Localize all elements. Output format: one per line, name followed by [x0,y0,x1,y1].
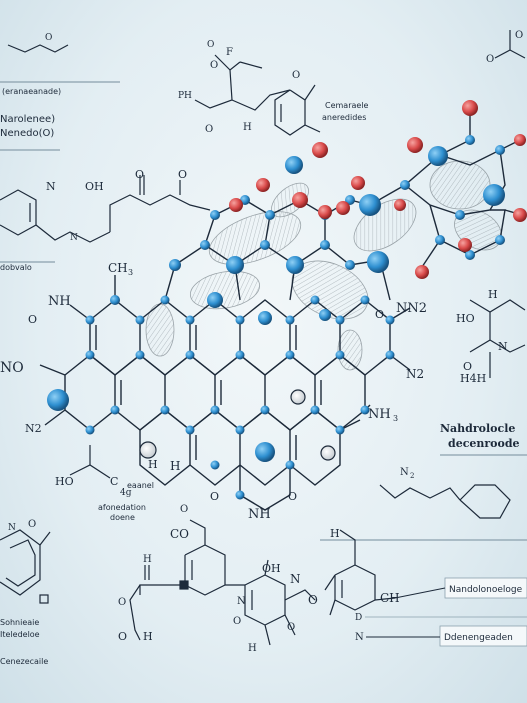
tl-oh-label: OH [85,180,104,193]
tr-o-top: O [515,30,523,41]
bl-label-2: Iteledeloe [0,630,40,639]
r-n2-label: N [400,467,409,478]
mid-nh3-label: NH [368,407,391,422]
bl-o-label: O [28,519,36,530]
bot-h-lattice: H [170,459,180,473]
bot-left-h: H [143,554,152,565]
top-o-letter: O [207,40,214,50]
mid-o-n: O [375,308,384,321]
mid-n2-left: N2 [25,422,42,435]
top-o-left: O [205,124,213,135]
mid-3-sub: 3 [128,268,133,277]
r-n-label: N [498,340,508,353]
top-ph-label: PH [178,91,192,101]
bot-o-n: O [210,490,219,503]
tl-n-label: N [46,180,56,193]
r-title-1: Nahdrolocle [440,422,515,435]
tl-header-1: (eranaeanade) [2,87,61,96]
bot-n-o: N [290,572,301,586]
bot-h-ring: H [330,527,340,540]
bl-descr-2: doene [110,513,135,522]
tl-header-3: Nenedo(O) [0,128,54,139]
lattice-bonds [39,110,523,511]
grey-atoms [139,389,336,461]
top-middle-structure [194,54,321,136]
bot-o-ring2: O [287,622,295,633]
bot-ch3-label: CH [380,591,400,605]
mid-no-label: NO [0,360,24,376]
mid-nh-label: NH [48,294,71,309]
bot-o-ring: O [233,616,241,627]
tl-header-2: Narolenee) [0,114,55,125]
mid-o-left: O [28,313,37,326]
top-h-label: H [243,122,252,133]
top-left-structure [0,44,211,263]
tl-o-label: O [45,33,52,43]
orbital-lobes [145,160,502,371]
r-n-bottom: N [355,632,364,643]
top-o-2: O [210,60,218,71]
r-box2-frame [439,625,527,647]
r-n2-sub: 2 [410,472,414,480]
mid-nn2-right: NN2 [396,301,427,316]
bot-co-label: CO [170,527,189,541]
tl-o-carbonyl: O [135,168,144,181]
bot-h3-label: H [248,643,257,654]
red-atoms [229,100,527,279]
r-d-label: D [355,613,362,623]
r-box1-label: Nandolonoeloge [449,585,523,595]
bottom-structures [0,445,396,646]
bl-label-1: Sohnieaie [0,618,39,627]
bl-label-3: Cenezecaile [0,657,48,666]
r-title-2: decenroode [448,437,520,450]
bot-nh2-label: NH [248,507,271,522]
tl-o-carbonyl-2: O [178,168,187,181]
r-box2-label: Ddenengeaden [444,633,513,643]
top-sub-label: aneredides [322,113,366,122]
mid-nh3-sub: 3 [393,414,398,423]
mid-n2-right: N2 [406,367,424,381]
bot-o-small: O [180,504,188,515]
bot-o-left: O [118,597,126,608]
top-f-label: F [226,47,233,58]
bot-o-link: O [308,593,318,607]
tl-n-small: N [70,233,78,243]
bl-4g-label: 4g [120,488,132,498]
top-right-structure [494,30,526,59]
bl-h-label: H [148,458,158,471]
bl-ho-label: HO [55,475,74,488]
tl-small-label: dobvalo [0,263,32,272]
bl-c-label: C [110,475,118,488]
r-o-label: O [463,360,472,373]
blue-atoms [47,135,505,500]
top-o-3: O [292,70,300,81]
mid-ch3-label: CH [108,261,128,275]
text-labels: O (eranaeanade) Narolenee) Nenedo(O) N O… [0,30,527,666]
bl-n-label: N [8,523,16,533]
bot-o-right: O [288,490,297,503]
top-ome-label: Cemaraele [325,101,369,110]
bl-descr-1: afonedation [98,503,146,512]
bot-oeh-label: O [118,630,127,643]
r-h-label: H [488,288,498,301]
bot-h-bottom: H [143,630,153,643]
tr-o-left: O [486,54,494,65]
r-ho-label: HO [456,312,475,325]
bot-oh-label: OH [262,562,281,575]
bot-n-ring: N [237,596,246,607]
r-h4h-label: H4H [460,372,486,385]
bl-ceanel-label: eaanel [127,481,154,490]
